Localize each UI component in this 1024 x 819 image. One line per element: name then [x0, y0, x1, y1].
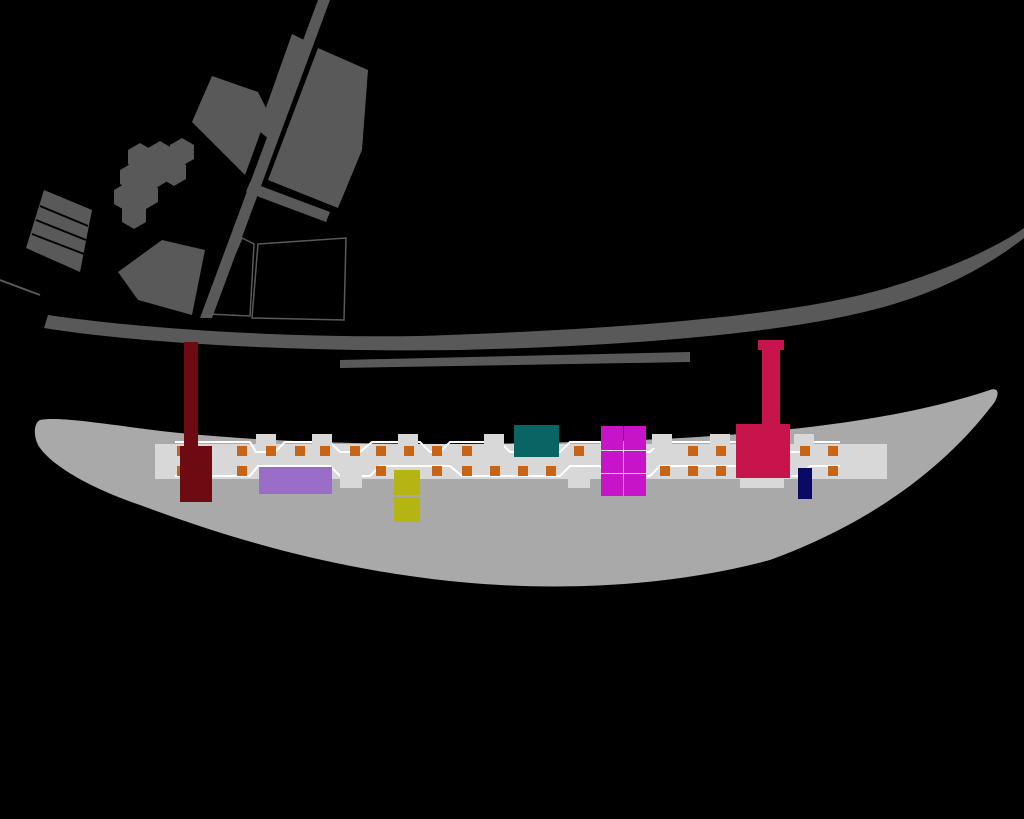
teal-block [514, 425, 559, 457]
pod [490, 466, 500, 476]
stripe [35, 219, 87, 241]
stripe [31, 233, 85, 255]
pod [237, 466, 247, 476]
bridge-left-base [180, 446, 212, 502]
lavender-block [259, 467, 332, 494]
pod [295, 446, 305, 456]
pod [716, 446, 726, 456]
pod [432, 466, 442, 476]
unit-box [794, 434, 814, 448]
bridge-left [180, 342, 212, 502]
tree-hex [162, 158, 186, 186]
bridge-right-stem [762, 346, 780, 430]
diagonal-road [200, 0, 330, 318]
tree-hex [134, 181, 158, 209]
coastal-road [44, 228, 1024, 351]
plot-outline [251, 237, 347, 321]
olive-block-bottom [394, 497, 420, 522]
building-stripes [31, 205, 89, 255]
pod [404, 446, 414, 456]
pod [800, 446, 810, 456]
tree-cluster [114, 138, 194, 229]
pod [266, 446, 276, 456]
magenta-block-cell [624, 451, 646, 473]
outlined-plots [206, 236, 347, 321]
pod [320, 446, 330, 456]
context-building [258, 34, 304, 140]
pod [716, 466, 726, 476]
tree-hex [142, 161, 166, 189]
olive-block [394, 470, 420, 522]
coastal-road-spur [340, 352, 690, 368]
tree-hex [122, 201, 146, 229]
context-building [268, 48, 368, 208]
unit-box [710, 434, 730, 448]
magenta-block-cell [624, 426, 646, 450]
navy-block [798, 468, 812, 499]
unit-box [484, 434, 504, 448]
unit-box [312, 434, 332, 448]
pod [376, 446, 386, 456]
pod [828, 446, 838, 456]
magenta-block-cell [601, 451, 623, 473]
pod [432, 446, 442, 456]
magenta-block [601, 426, 646, 496]
context-buildings [26, 0, 368, 318]
pod [688, 466, 698, 476]
unit-box [340, 474, 362, 488]
magenta-block-cell [601, 474, 623, 496]
context-building [118, 240, 205, 315]
unit-box [652, 434, 672, 448]
bridge-right [736, 340, 790, 478]
tree-hex [128, 143, 152, 171]
magenta-block-cell [601, 426, 623, 450]
bridge-right-base [736, 424, 790, 478]
pod [688, 446, 698, 456]
plot-outline [206, 236, 255, 317]
unit-box [398, 434, 418, 448]
pod [546, 466, 556, 476]
stripe [39, 205, 89, 227]
unit-box [740, 476, 784, 488]
coastal-road-edge [0, 279, 41, 296]
pod [518, 466, 528, 476]
bridge-right-cap [758, 340, 784, 350]
pod [376, 466, 386, 476]
unit-box [568, 474, 590, 488]
pod [828, 466, 838, 476]
context-road-branch [246, 182, 330, 222]
pod [350, 446, 360, 456]
tree-hex [170, 138, 194, 166]
pod [574, 446, 584, 456]
unit-box [852, 444, 887, 479]
pod [462, 466, 472, 476]
magenta-block-cell [624, 474, 646, 496]
context-building [192, 76, 268, 175]
olive-block-top [394, 470, 420, 495]
pod [237, 446, 247, 456]
pod [462, 446, 472, 456]
unit-boxes [256, 434, 887, 488]
bridge-left-stem [184, 342, 198, 450]
pod [660, 466, 670, 476]
unit-box [256, 434, 276, 448]
